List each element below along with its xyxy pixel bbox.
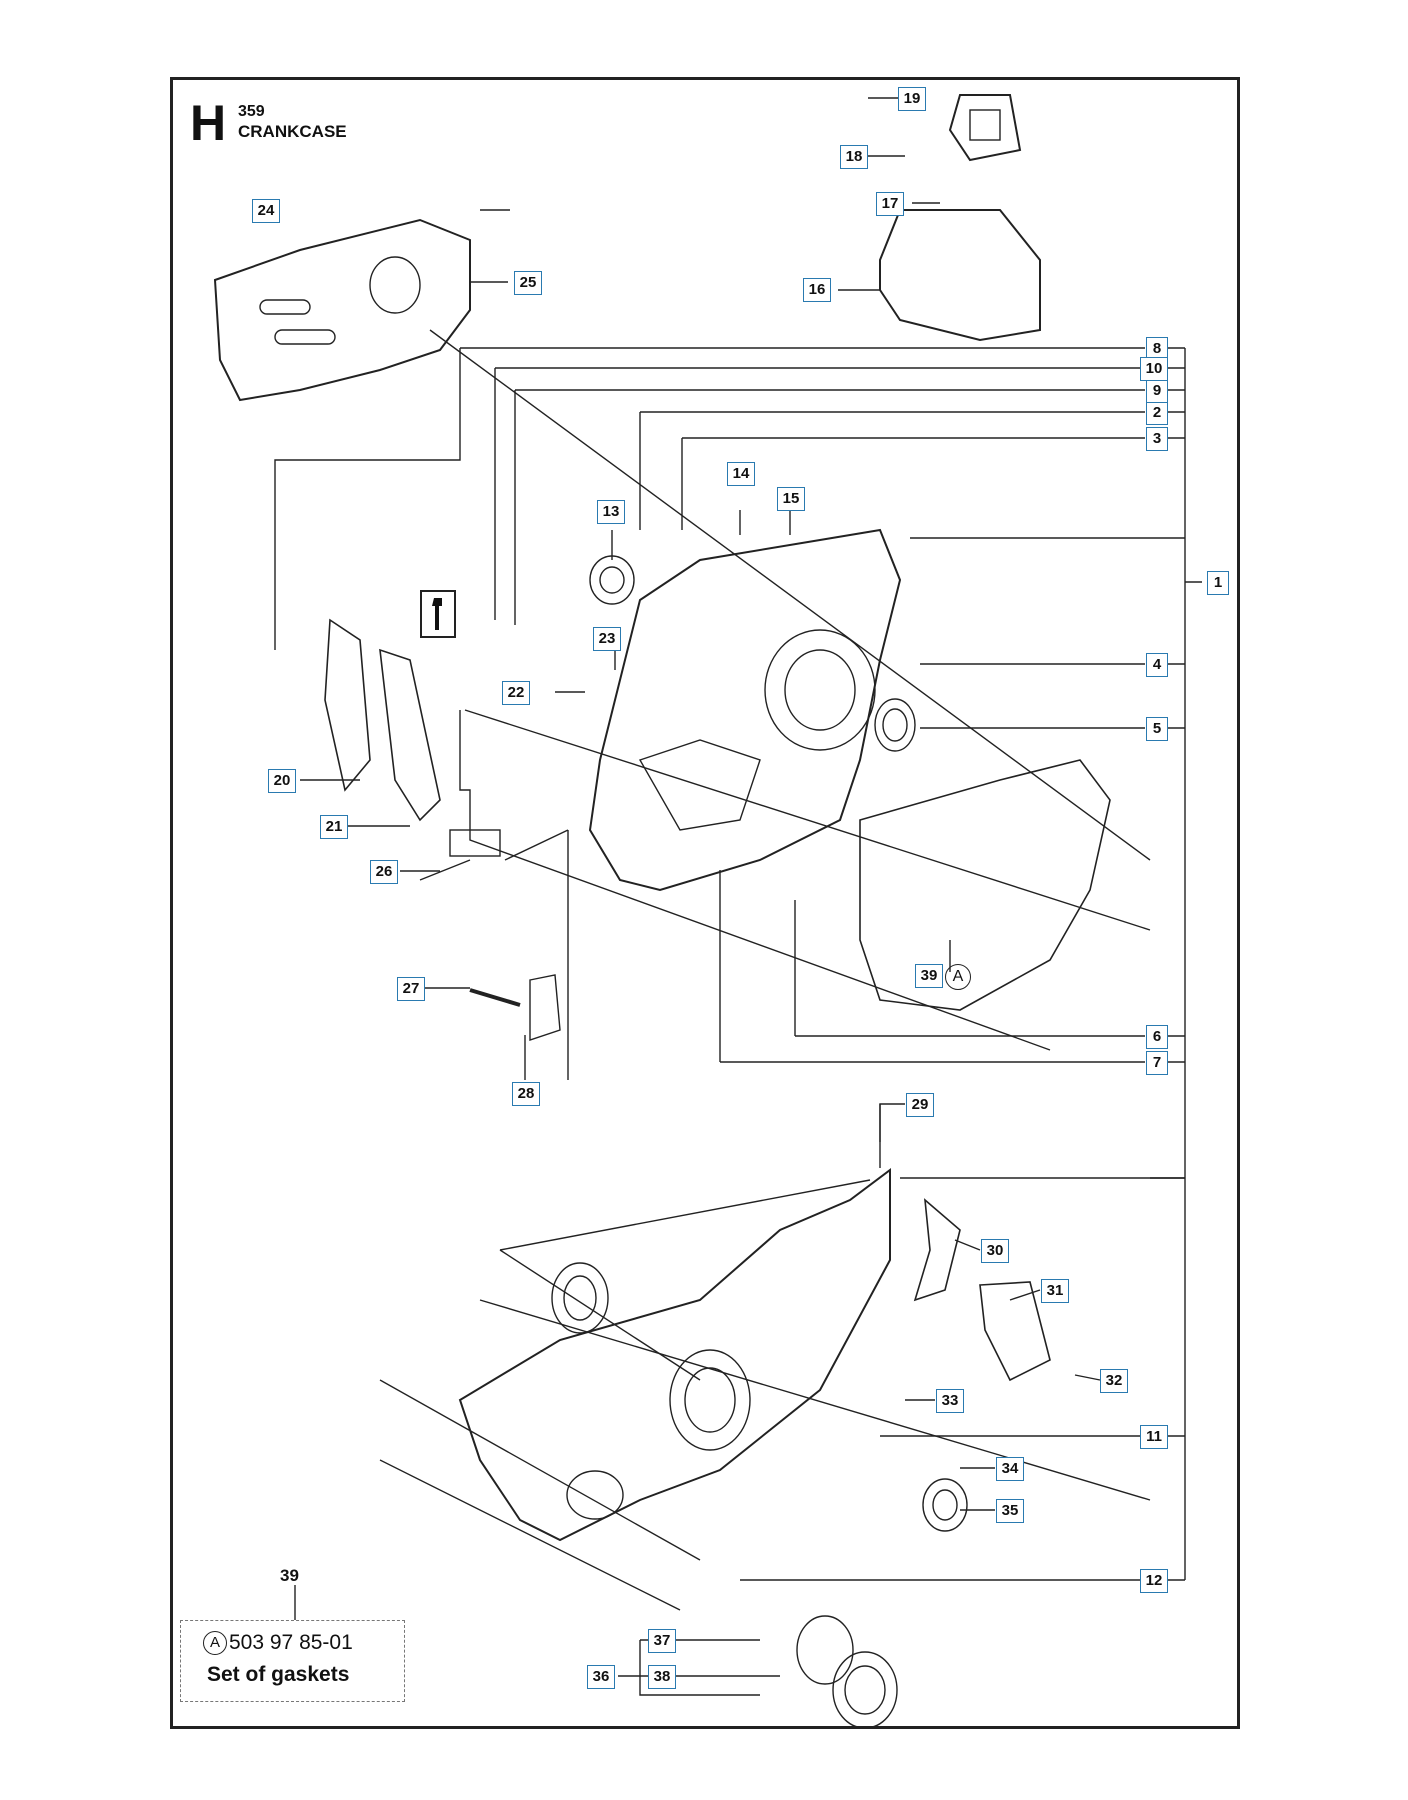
plate-20: [324, 618, 371, 792]
legend-description: Set of gaskets: [207, 1663, 350, 1686]
callout-34[interactable]: 34: [996, 1457, 1024, 1481]
wrench-icon: [420, 590, 456, 638]
callout-36[interactable]: 36: [587, 1665, 615, 1689]
callout-21[interactable]: 21: [320, 815, 348, 839]
callout-1[interactable]: 1: [1207, 571, 1229, 595]
housing-16: [879, 209, 1041, 342]
callout-6[interactable]: 6: [1146, 1025, 1168, 1049]
callout-37[interactable]: 37: [648, 1629, 676, 1653]
legend-marker: A: [203, 1631, 227, 1655]
callout-12[interactable]: 12: [1140, 1569, 1168, 1593]
callout-16[interactable]: 16: [803, 278, 831, 302]
cover-25: [213, 218, 471, 402]
model-number: 359: [238, 103, 265, 120]
callout-10[interactable]: 10: [1140, 357, 1168, 381]
callout-24[interactable]: 24: [252, 199, 280, 223]
crankcase-upper: [588, 528, 902, 892]
callout-17[interactable]: 17: [876, 192, 904, 216]
callout-30[interactable]: 30: [981, 1239, 1009, 1263]
legend-code-value: 503 97 85-01: [229, 1631, 353, 1654]
callout-13[interactable]: 13: [597, 500, 625, 524]
gasket-39: [859, 759, 1111, 1011]
callout-29[interactable]: 29: [906, 1093, 934, 1117]
callout-7[interactable]: 7: [1146, 1051, 1168, 1075]
legend-part-number: 39: [280, 1566, 299, 1585]
callout-22[interactable]: 22: [502, 681, 530, 705]
callout-5[interactable]: 5: [1146, 717, 1168, 741]
crankcase-lower: [458, 1168, 891, 1542]
callout-33[interactable]: 33: [936, 1389, 964, 1413]
callout-18[interactable]: 18: [840, 145, 868, 169]
callout-38[interactable]: 38: [648, 1665, 676, 1689]
diagram-frame: [170, 77, 1240, 1729]
callout-28[interactable]: 28: [512, 1082, 540, 1106]
callout-9[interactable]: 9: [1146, 379, 1168, 403]
section-letter: H: [190, 95, 227, 151]
gasket-set-marker: A: [945, 964, 971, 990]
plate-21: [379, 648, 441, 822]
callout-20[interactable]: 20: [268, 769, 296, 793]
callout-31[interactable]: 31: [1041, 1279, 1069, 1303]
callout-15[interactable]: 15: [777, 487, 805, 511]
callout-23[interactable]: 23: [593, 627, 621, 651]
section-title: CRANKCASE: [238, 122, 347, 141]
callout-3[interactable]: 3: [1146, 427, 1168, 451]
callout-14[interactable]: 14: [727, 462, 755, 486]
callout-2[interactable]: 2: [1146, 401, 1168, 425]
callout-25[interactable]: 25: [514, 271, 542, 295]
callout-26[interactable]: 26: [370, 860, 398, 884]
callout-35[interactable]: 35: [996, 1499, 1024, 1523]
callout-32[interactable]: 32: [1100, 1369, 1128, 1393]
callout-4[interactable]: 4: [1146, 653, 1168, 677]
callout-19[interactable]: 19: [898, 87, 926, 111]
callout-11[interactable]: 11: [1140, 1425, 1168, 1449]
callout-27[interactable]: 27: [397, 977, 425, 1001]
callout-39[interactable]: 39: [915, 964, 943, 988]
